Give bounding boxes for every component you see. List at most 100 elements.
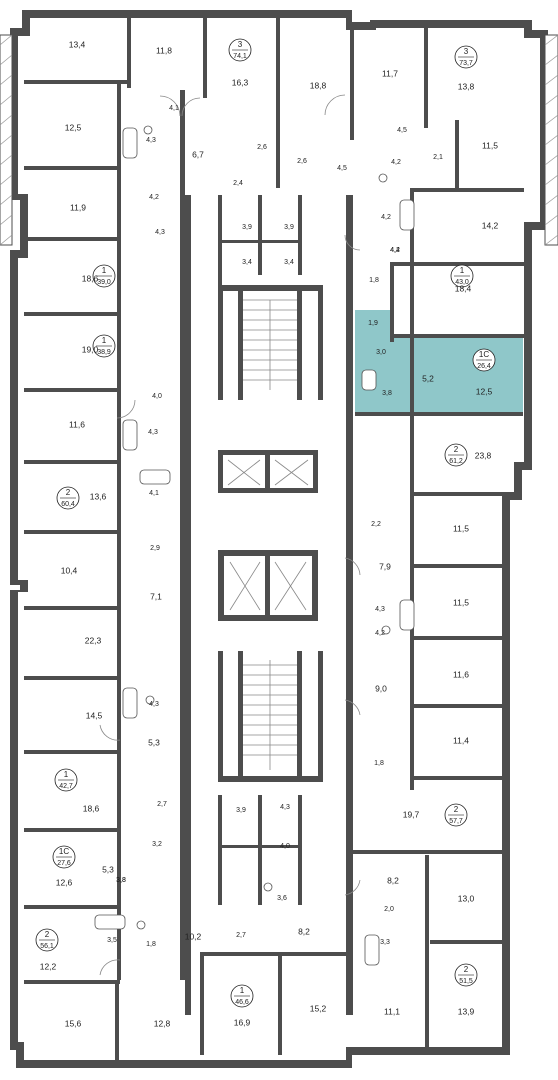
room-area-label: 14,5 (86, 710, 103, 720)
room-area-label: 3,5 (107, 937, 117, 944)
apartment-rooms: 2 (66, 488, 71, 497)
apartment-marker[interactable]: 2 61,2 (444, 443, 468, 467)
apartment-area: 38,9 (97, 349, 111, 356)
room-area-label: 4,1 (149, 490, 159, 497)
apartment-area: 56,1 (40, 943, 54, 950)
room-area-label: 6,7 (192, 149, 204, 159)
apartment-area: 74,1 (233, 53, 247, 60)
room-area-label: 4,3 (149, 701, 159, 708)
room-area-label: 4,2 (149, 194, 159, 201)
room-area-label: 4,3 (280, 804, 290, 811)
apartment-area: 61,2 (449, 458, 463, 465)
apartment-area: 46,6 (235, 999, 249, 1006)
room-area-label: 8,2 (298, 926, 310, 936)
room-area-label: 7,1 (150, 591, 162, 601)
room-area-label: 2,6 (257, 144, 267, 151)
room-area-label: 10,2 (185, 931, 202, 941)
apartment-marker[interactable]: 1 39,0 (92, 264, 116, 288)
room-area-label: 16,9 (234, 1017, 251, 1027)
room-area-label: 1,9 (368, 320, 378, 327)
room-area-label: 2,7 (157, 801, 167, 808)
room-area-label: 4,2 (375, 630, 385, 637)
apartment-marker[interactable]: 1 42,7 (54, 768, 78, 792)
room-area-label: 3,9 (284, 224, 294, 231)
room-area-label: 11,9 (70, 202, 86, 212)
apartment-markers: 3 74,1 3 73,7 1 39,0 1 43,0 1 38,9 (35, 38, 496, 1008)
room-area-label: 13,6 (90, 491, 107, 501)
apartment-marker[interactable]: 3 73,7 (454, 45, 478, 69)
room-area-label: 19,0 (82, 344, 99, 354)
apartment-marker[interactable]: 1 38,9 (92, 334, 116, 358)
room-area-label: 11,8 (156, 45, 172, 55)
room-area-label: 5,3 (148, 737, 160, 747)
apartment-area: 57,7 (449, 818, 463, 825)
room-area-label: 2,9 (150, 545, 160, 552)
room-area-label: 11,1 (384, 1006, 400, 1016)
room-area-label: 13,9 (458, 1006, 475, 1016)
apartment-marker[interactable]: 1 43,0 (450, 264, 474, 288)
room-area-label: 12,5 (65, 122, 82, 132)
apartment-marker[interactable]: 1 46,6 (230, 984, 254, 1008)
apartment-rooms: 3 (464, 47, 469, 56)
room-area-label: 5,2 (422, 373, 434, 383)
room-area-label: 4,3 (148, 429, 158, 436)
room-area-label: 3,4 (242, 259, 252, 266)
apartment-rooms: 1 (240, 986, 245, 995)
apartment-marker[interactable]: 3 74,1 (228, 38, 252, 62)
apartment-area: 51,5 (459, 978, 473, 985)
apartment-marker[interactable]: 2 51,5 (454, 963, 478, 987)
door-swings (99, 94, 361, 976)
room-area-label: 4,1 (169, 105, 179, 112)
apartment-area: 39,0 (97, 279, 111, 286)
room-area-label: 4,0 (280, 843, 290, 850)
room-area-label: 3,2 (152, 841, 162, 848)
apartment-rooms: 1 (64, 770, 69, 779)
apartment-marker[interactable]: 1С 26,4 (472, 348, 496, 372)
apartment-rooms: 1 (102, 266, 107, 275)
apartment-area: 42,7 (59, 783, 73, 790)
highlighted-apartment[interactable] (355, 310, 523, 413)
apartment-marker[interactable]: 2 60,4 (56, 486, 80, 510)
room-area-label: 18,4 (455, 283, 472, 293)
interior-walls (24, 18, 524, 1060)
room-area-label: 12,6 (56, 877, 73, 887)
apartment-area: 73,7 (459, 60, 473, 67)
room-area-label: 9,0 (375, 683, 387, 693)
room-area-label: 7,9 (379, 561, 391, 571)
apartment-area: 27,6 (57, 860, 71, 867)
room-area-label: 2,1 (433, 154, 443, 161)
room-area-label: 11,5 (482, 140, 498, 150)
room-area-label: 4,4 (390, 247, 400, 254)
room-area-label: 15,6 (65, 1018, 82, 1028)
room-area-label: 1,8 (374, 760, 384, 767)
room-area-label: 2,4 (233, 180, 243, 187)
room-area-label: 13,8 (458, 81, 475, 91)
apartment-marker[interactable]: 2 56,1 (35, 928, 59, 952)
room-area-label: 3,0 (376, 349, 386, 356)
room-area-label: 11,4 (453, 735, 469, 745)
room-area-label: 18,6 (82, 273, 99, 283)
room-area-label: 4,5 (397, 127, 407, 134)
room-area-label: 14,2 (482, 220, 499, 230)
room-area-label: 4,3 (146, 137, 156, 144)
corner-hatch-right (544, 34, 558, 246)
room-area-label: 2,2 (371, 521, 381, 528)
room-area-label: 4,5 (337, 165, 347, 172)
room-area-label: 3,4 (284, 259, 294, 266)
apartment-area: 60,4 (61, 501, 75, 508)
room-area-label: 4,3 (155, 229, 165, 236)
room-area-label: 12,5 (476, 386, 493, 396)
apartment-rooms: 1С (59, 847, 69, 856)
apartment-rooms: 1 (102, 336, 107, 345)
apartment-marker[interactable]: 2 57,7 (444, 803, 468, 827)
apartment-marker[interactable]: 1С 27,6 (52, 845, 76, 869)
room-area-label: 11,7 (382, 68, 398, 78)
room-area-label: 5,3 (102, 864, 114, 874)
apartment-rooms: 2 (464, 965, 469, 974)
stairwell-bottom (243, 660, 297, 770)
corner-hatch-left (0, 34, 13, 246)
room-area-label: 13,0 (458, 893, 475, 903)
room-area-label: 3,9 (242, 224, 252, 231)
